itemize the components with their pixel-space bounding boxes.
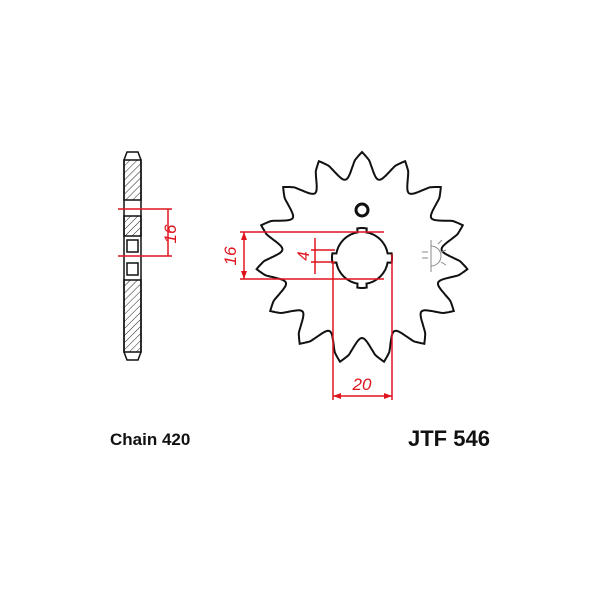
chain-label: Chain 420 [110, 430, 191, 449]
side-view [123, 151, 142, 361]
splined-hub [331, 227, 393, 289]
dim-offset: 20 [352, 375, 372, 394]
rotation-symbol-icon [422, 239, 447, 272]
part-number: JTF 546 [408, 426, 490, 451]
dim-key-width: 4 [294, 251, 313, 260]
dimension-lines [118, 208, 393, 400]
dim-side-thickness: 16 [161, 224, 180, 243]
bolt-hole [354, 202, 370, 218]
dim-spline-height: 16 [221, 246, 240, 265]
